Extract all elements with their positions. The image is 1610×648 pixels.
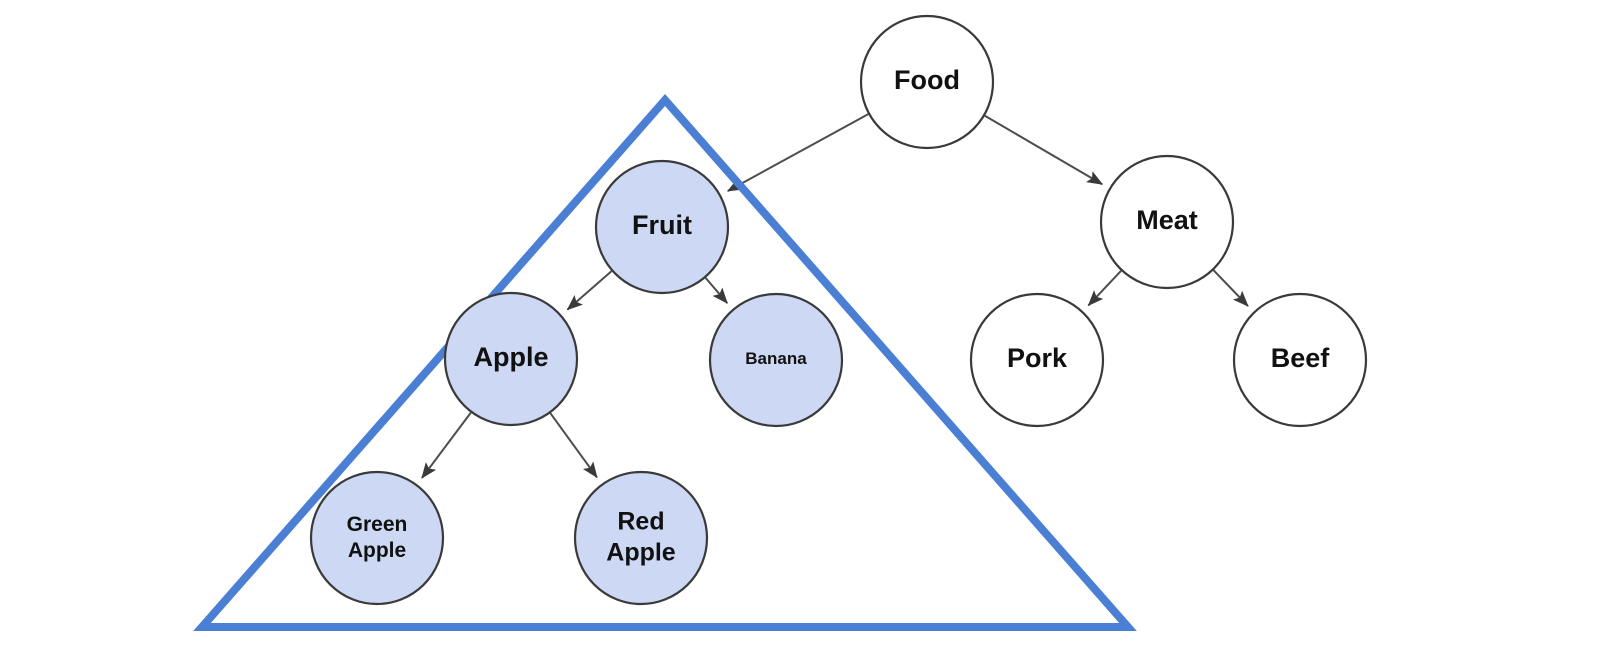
node-circle-green-apple[interactable] (309, 470, 445, 606)
edge-food-meat (984, 114, 1104, 186)
node-meat[interactable]: Meat (1099, 154, 1235, 290)
node-label-meat: Meat (1136, 205, 1198, 235)
group-outline-layer (193, 93, 1137, 631)
node-circle-apple[interactable] (443, 291, 579, 427)
node-label-apple: Apple (473, 342, 548, 372)
node-circle-food[interactable] (859, 14, 995, 150)
node-circle-meat[interactable] (1099, 154, 1235, 290)
node-label-fruit: Fruit (632, 210, 692, 240)
node-food[interactable]: Food (859, 14, 995, 150)
node-pork[interactable]: Pork (969, 292, 1105, 428)
node-circle-banana[interactable] (708, 292, 844, 428)
node-circle-pork[interactable] (969, 292, 1105, 428)
edge-meat-pork (1087, 270, 1122, 307)
node-beef[interactable]: Beef (1232, 292, 1368, 428)
edge-fruit-apple (566, 270, 613, 311)
node-fruit[interactable]: Fruit (594, 159, 730, 295)
node-banana[interactable]: Banana (708, 292, 844, 428)
fruit-subtree-outline[interactable] (193, 93, 1137, 631)
node-label-banana: Banana (745, 349, 807, 368)
node-label-beef: Beef (1271, 343, 1331, 373)
node-apple[interactable]: Apple (443, 291, 579, 427)
node-circle-fruit[interactable] (594, 159, 730, 295)
node-label-food: Food (894, 65, 960, 95)
edge-meat-beef (1212, 269, 1249, 307)
edge-fruit-banana (704, 277, 728, 304)
edges-layer (421, 113, 1249, 479)
node-label-pork: Pork (1007, 343, 1068, 373)
edge-apple-green-apple (421, 412, 472, 479)
edge-apple-red-apple (549, 412, 598, 479)
node-circle-red-apple[interactable] (573, 470, 709, 606)
edge-food-fruit (726, 113, 869, 192)
node-circle-beef[interactable] (1232, 292, 1368, 428)
